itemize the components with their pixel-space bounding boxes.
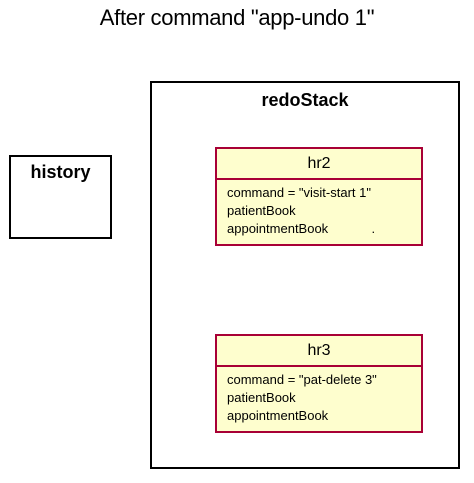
object-hr2: hr2 command = "visit-start 1" patientBoo…	[215, 147, 423, 246]
object-hr3-field-appointmentbook: appointmentBook	[227, 408, 329, 423]
object-hr3-field-command: command = "pat-delete 3"	[227, 372, 377, 387]
object-hr2-fields: command = "visit-start 1" patientBook ap…	[217, 180, 421, 238]
object-hr2-name: hr2	[217, 149, 421, 180]
object-hr3-fields: command = "pat-delete 3" patientBook app…	[217, 367, 421, 425]
object-hr2-field-command: command = "visit-start 1"	[227, 185, 371, 200]
history-package-label: history	[30, 162, 91, 182]
object-hr3-field-patientbook: patientBook	[227, 390, 296, 405]
object-hr3: hr3 command = "pat-delete 3" patientBook…	[215, 334, 423, 433]
object-hr3-name: hr3	[217, 336, 421, 367]
history-package: history	[9, 155, 112, 239]
redo-stack-package-label: redoStack	[261, 90, 349, 110]
diagram-title: After command "app-undo 1"	[99, 5, 375, 30]
object-hr2-field-patientbook: patientBook	[227, 203, 296, 218]
object-hr2-field-appointmentbook: appointmentBook .	[227, 221, 376, 236]
